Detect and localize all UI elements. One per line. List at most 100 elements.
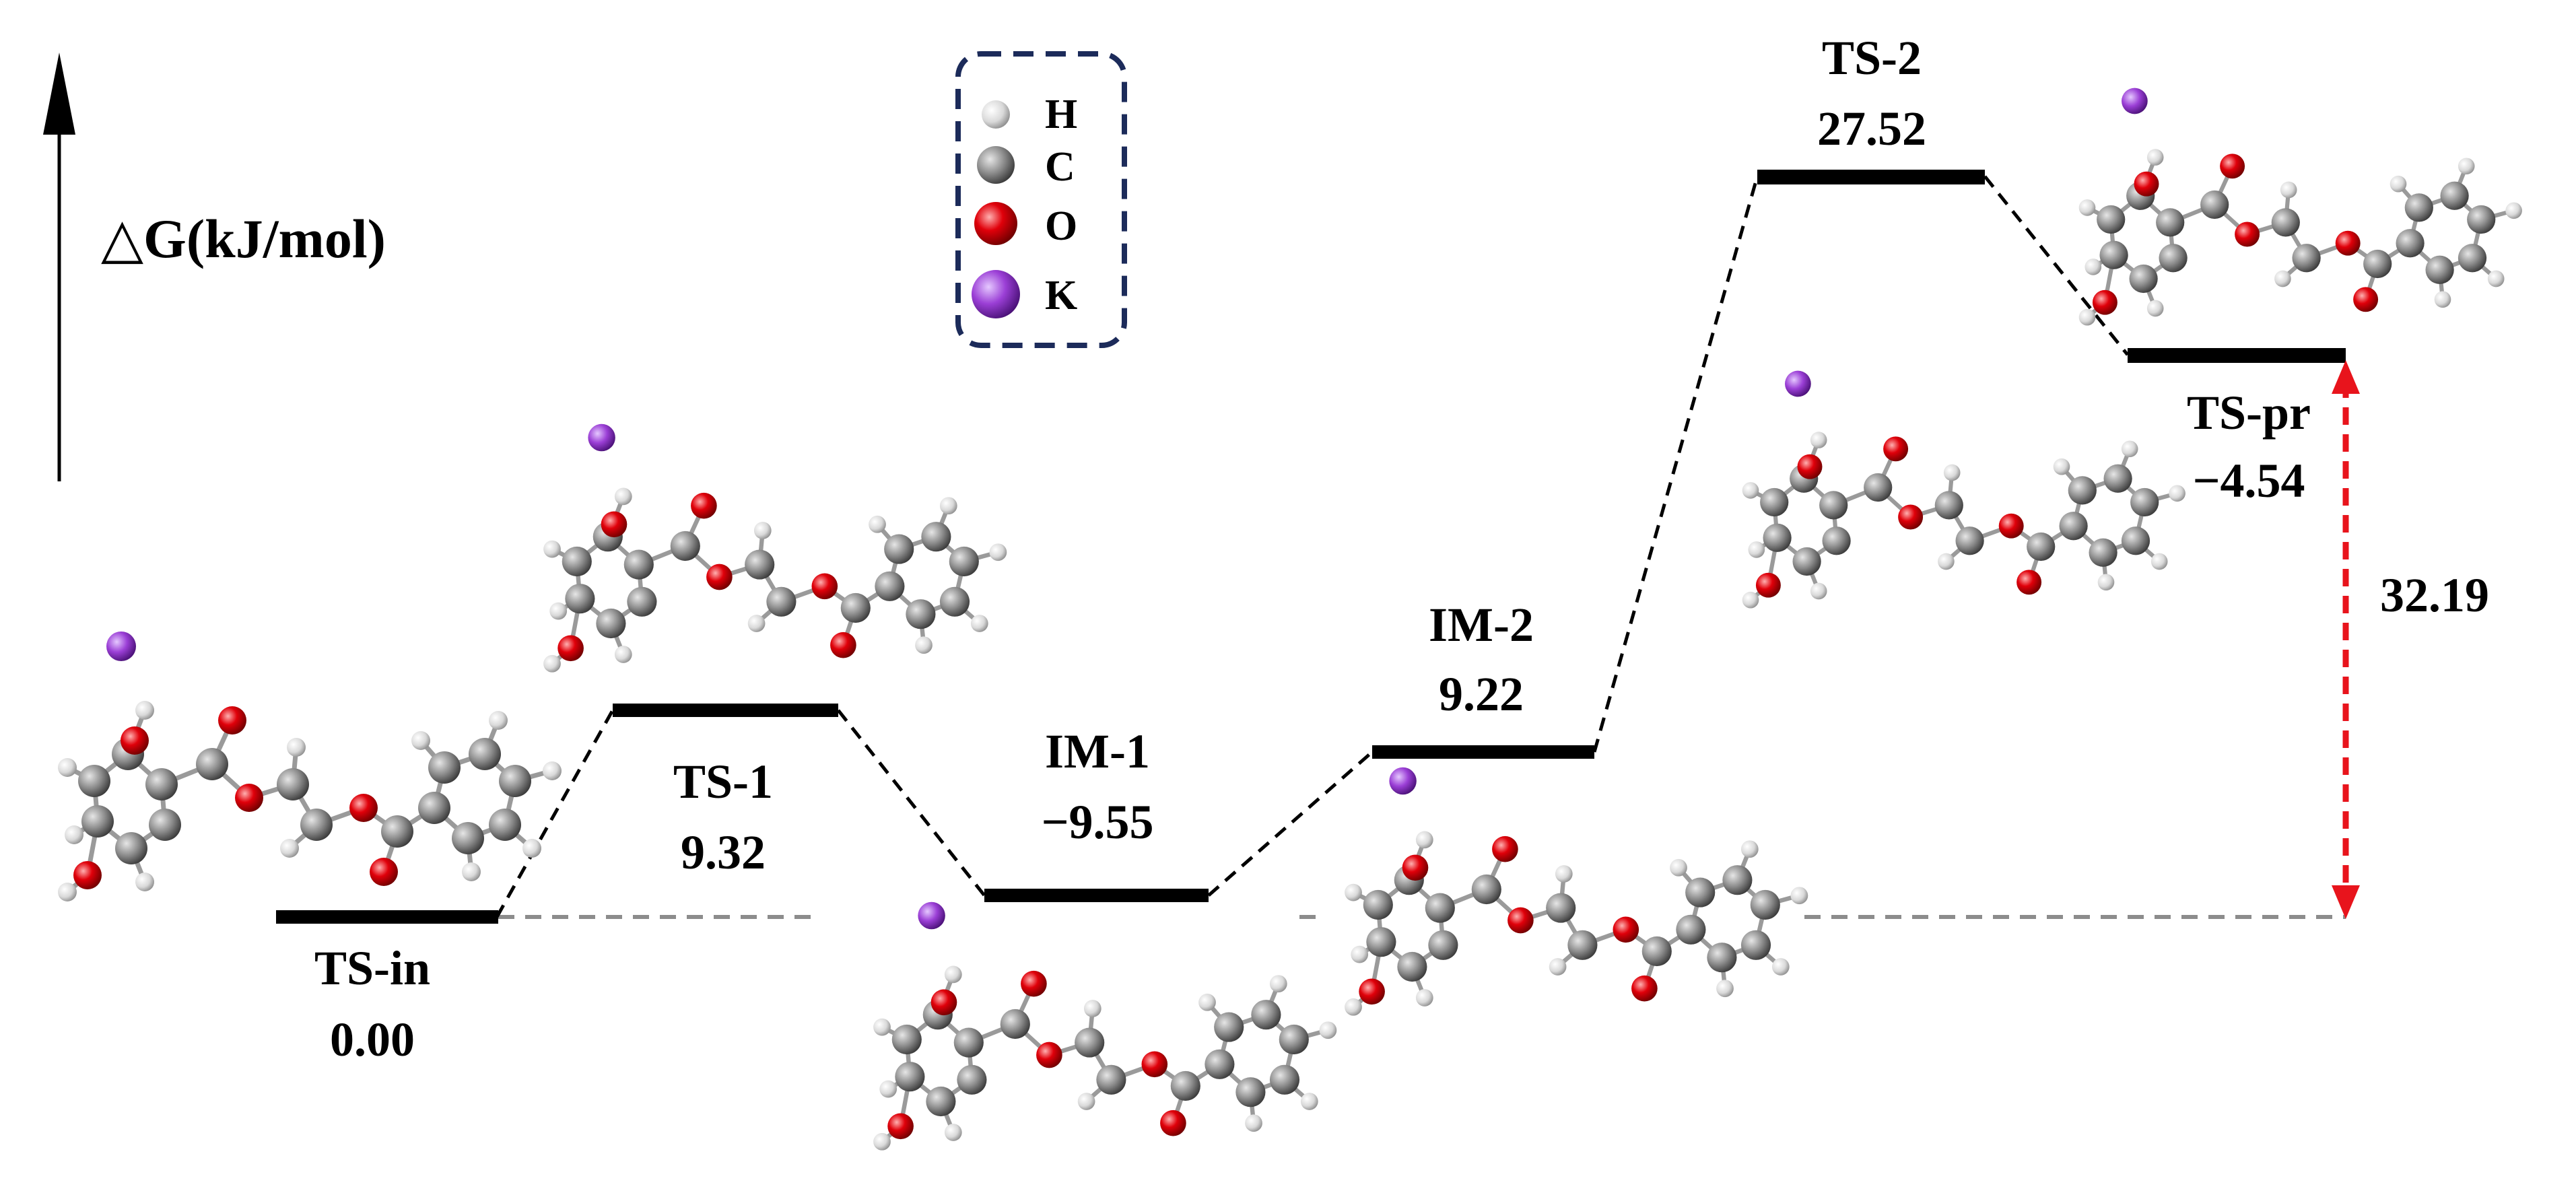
- hydrogen-atom: [287, 738, 306, 757]
- hydrogen-atom: [58, 883, 77, 901]
- carbon-atom: [875, 571, 905, 601]
- molecule-structure-im-2: [1345, 767, 1808, 1016]
- hydrogen-atom: [1319, 1021, 1337, 1039]
- hydrogen-atom: [1351, 945, 1369, 963]
- hydrogen-atom: [869, 515, 886, 533]
- hydrogen-atom: [970, 615, 988, 632]
- hydrogen-atom: [1810, 582, 1827, 600]
- molecule-structure-im-1: [873, 901, 1337, 1151]
- carbon-atom: [2396, 229, 2425, 258]
- carbon-atom: [2425, 255, 2454, 284]
- carbon-atom: [939, 586, 970, 617]
- carbon-atom: [891, 1024, 922, 1055]
- level-value-ts-1: 9.32: [681, 825, 766, 879]
- hydrogen-atom: [939, 497, 957, 515]
- hydrogen-atom: [1415, 989, 1433, 1006]
- oxygen-atom: [1998, 513, 2024, 539]
- carbon-atom: [1707, 943, 1737, 973]
- carbon-atom: [906, 599, 936, 629]
- carbon-atom: [1366, 927, 1396, 957]
- legend-label-c: C: [1045, 144, 1075, 190]
- level-bar-ts-pr: [2128, 348, 2346, 363]
- legend-label-k: K: [1045, 273, 1077, 318]
- carbon-atom: [2130, 487, 2159, 517]
- carbon-atom: [1170, 1070, 1200, 1101]
- hydrogen-atom: [2458, 158, 2475, 175]
- potassium-atom: [588, 423, 615, 452]
- hydrogen-atom: [915, 636, 933, 654]
- carbon-atom: [1955, 526, 1984, 555]
- level-name-im-2: IM-2: [1429, 598, 1534, 652]
- molecule-structure-ts-pr: [2078, 88, 2522, 326]
- carbon-atom: [1425, 893, 1455, 923]
- oxygen-atom: [349, 794, 378, 822]
- oxygen-atom: [930, 989, 957, 1016]
- barrier-arrowhead-down-icon: [2332, 885, 2360, 919]
- hydrogen-atom: [411, 731, 430, 750]
- carbon-atom: [428, 751, 461, 784]
- oxygen-atom: [1898, 504, 1924, 530]
- oxygen-atom: [1507, 907, 1534, 934]
- hydrogen-atom: [2084, 259, 2102, 275]
- hydrogen-atom: [1198, 993, 1216, 1011]
- oxygen-atom: [691, 492, 717, 519]
- potassium-atom-icon: [972, 270, 1020, 318]
- carbon-atom: [418, 792, 450, 824]
- carbon-atom: [1214, 1012, 1244, 1042]
- carbon-atom: [2200, 190, 2229, 219]
- hydrogen-atom: [2146, 300, 2164, 317]
- carbon-atom: [1763, 523, 1792, 552]
- carbon-atom: [1641, 936, 1672, 967]
- carbon-atom: [149, 809, 181, 841]
- carbon-atom: [1676, 914, 1706, 945]
- molecule-structure-ts-1: [543, 423, 1007, 673]
- hydrogen-atom: [65, 825, 83, 844]
- carbon-atom: [1235, 1077, 1266, 1107]
- carbon-atom: [2121, 526, 2150, 555]
- carbon-atom: [1000, 1009, 1030, 1039]
- carbon-atom: [926, 1086, 956, 1117]
- oxygen-atom: [2134, 171, 2159, 197]
- carbon-atom: [1096, 1064, 1126, 1095]
- carbon-atom: [1792, 547, 1821, 576]
- level-value-im-1: −9.55: [1041, 795, 1153, 849]
- carbon-atom: [1567, 930, 1598, 960]
- level-name-ts-pr: TS-pr: [2187, 386, 2311, 440]
- carbon-atom: [895, 1062, 925, 1092]
- carbon-atom: [115, 832, 147, 864]
- molecule-structure-ts-in: [58, 631, 562, 901]
- hydrogen-atom: [873, 1018, 891, 1036]
- hydrogen-atom: [1549, 958, 1567, 976]
- oxygen-atom: [557, 635, 584, 662]
- carbon-atom: [1075, 1027, 1105, 1058]
- level-bar-im-2: [1372, 745, 1594, 759]
- hydrogen-atom: [2487, 270, 2505, 287]
- hydrogen-atom: [1345, 883, 1362, 901]
- hydrogen-atom: [2389, 175, 2407, 193]
- carbon-atom: [1251, 1000, 1281, 1030]
- hydrogen-atom: [543, 761, 562, 780]
- hydrogen-atom-icon: [982, 100, 1010, 129]
- carbon-atom: [300, 809, 333, 841]
- carbon-atom: [2059, 512, 2088, 541]
- carbon-atom: [2271, 208, 2300, 237]
- carbon-atom: [2159, 244, 2188, 273]
- axis-label: △G(kJ/mol): [101, 208, 386, 269]
- carbon-atom: [81, 805, 114, 838]
- level-value-ts-2: 27.52: [1817, 102, 1926, 156]
- hydrogen-atom: [2169, 485, 2185, 502]
- oxygen-atom: [2335, 230, 2361, 256]
- atom-legend: H C O K: [955, 51, 1127, 348]
- carbon-atom: [1279, 1024, 1309, 1055]
- carbon-atom: [499, 765, 531, 797]
- carbon-atom: [623, 549, 654, 580]
- carbon-atom: [2292, 244, 2321, 273]
- hydrogen-atom: [747, 615, 766, 632]
- oxygen-atom: [1141, 1051, 1168, 1078]
- carbon-atom: [1205, 1049, 1235, 1079]
- oxygen-atom: [370, 858, 398, 886]
- hydrogen-atom: [1670, 858, 1687, 877]
- hydrogen-atom: [1269, 975, 1287, 993]
- hydrogen-atom: [543, 654, 561, 673]
- hydrogen-atom: [489, 711, 508, 730]
